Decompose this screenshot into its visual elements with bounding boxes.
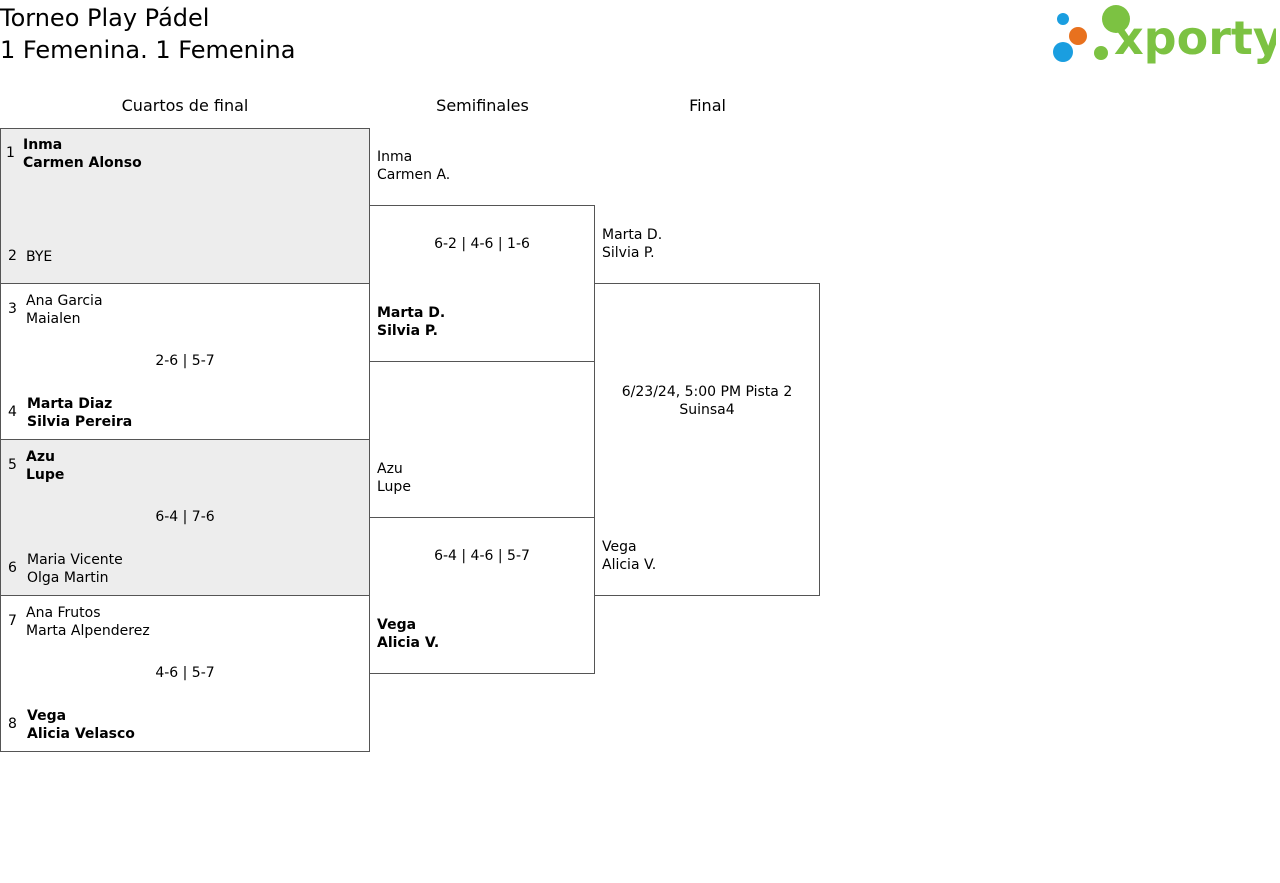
team-player-2: Maialen [26, 311, 81, 327]
team-player-2: Olga Martin [27, 570, 109, 586]
seed-number: 5 [8, 457, 17, 473]
team-player-2: Alicia Velasco [27, 726, 135, 742]
team-player-1: Ana Frutos [26, 605, 101, 621]
team-player-1: Marta D. [377, 305, 446, 321]
final-match[interactable] [594, 283, 820, 596]
team-player-1: Inma [23, 137, 63, 153]
team-player-1: Maria Vicente [27, 552, 123, 568]
team-player-2: Lupe [377, 479, 411, 495]
team-player-2: Silvia Pereira [27, 414, 133, 430]
team-player-2: Silvia P. [377, 323, 438, 339]
xporty-logo: xporty [1053, 5, 1276, 65]
team-player-2: Silvia P. [602, 245, 655, 261]
team-player-2: Lupe [26, 467, 65, 483]
seed-number: 2 [8, 248, 17, 264]
team-player-1: Azu [377, 461, 403, 477]
svg-text:xporty: xporty [1114, 11, 1276, 65]
bye-label: BYE [26, 249, 53, 265]
team-player-2: Alicia V. [602, 557, 657, 573]
team-player-1: Inma [377, 149, 413, 165]
seed-number: 3 [8, 301, 17, 317]
team-player-1: Ana Garcia [26, 293, 103, 309]
team-player-2: Carmen A. [377, 167, 451, 183]
seed-number: 1 [6, 145, 15, 161]
seed-number: 7 [8, 613, 17, 629]
match-score: 2-6 | 5-7 [155, 353, 215, 369]
team-player-1: Marta D. [602, 227, 663, 243]
team-player-1: Marta Diaz [27, 396, 113, 412]
round-header-semifinals: Semifinales [436, 96, 529, 115]
team-player-1: Azu [26, 449, 55, 465]
category-title: 1 Femenina. 1 Femenina [0, 36, 296, 64]
seed-number: 8 [8, 716, 17, 732]
match-venue: Suinsa4 [679, 402, 735, 418]
round-header-quarterfinals: Cuartos de final [121, 96, 249, 115]
team-player-2: Marta Alpenderez [26, 623, 150, 639]
team-player-2: Carmen Alonso [23, 155, 142, 171]
round-header-final: Final [689, 96, 726, 115]
seed-number: 4 [8, 404, 17, 420]
team-player-1: Vega [377, 617, 417, 633]
match-schedule: 6/23/24, 5:00 PM Pista 2 [621, 384, 793, 400]
tournament-title: Torneo Play Pádel [0, 4, 210, 32]
seed-number: 6 [8, 560, 17, 576]
match-score: 6-2 | 4-6 | 1-6 [434, 236, 530, 252]
match-score: 6-4 | 4-6 | 5-7 [434, 548, 530, 564]
match-score: 4-6 | 5-7 [155, 665, 215, 681]
team-player-1: Vega [27, 708, 67, 724]
match-score: 6-4 | 7-6 [155, 509, 215, 525]
team-player-2: Alicia V. [377, 635, 440, 651]
team-player-1: Vega [602, 539, 637, 555]
